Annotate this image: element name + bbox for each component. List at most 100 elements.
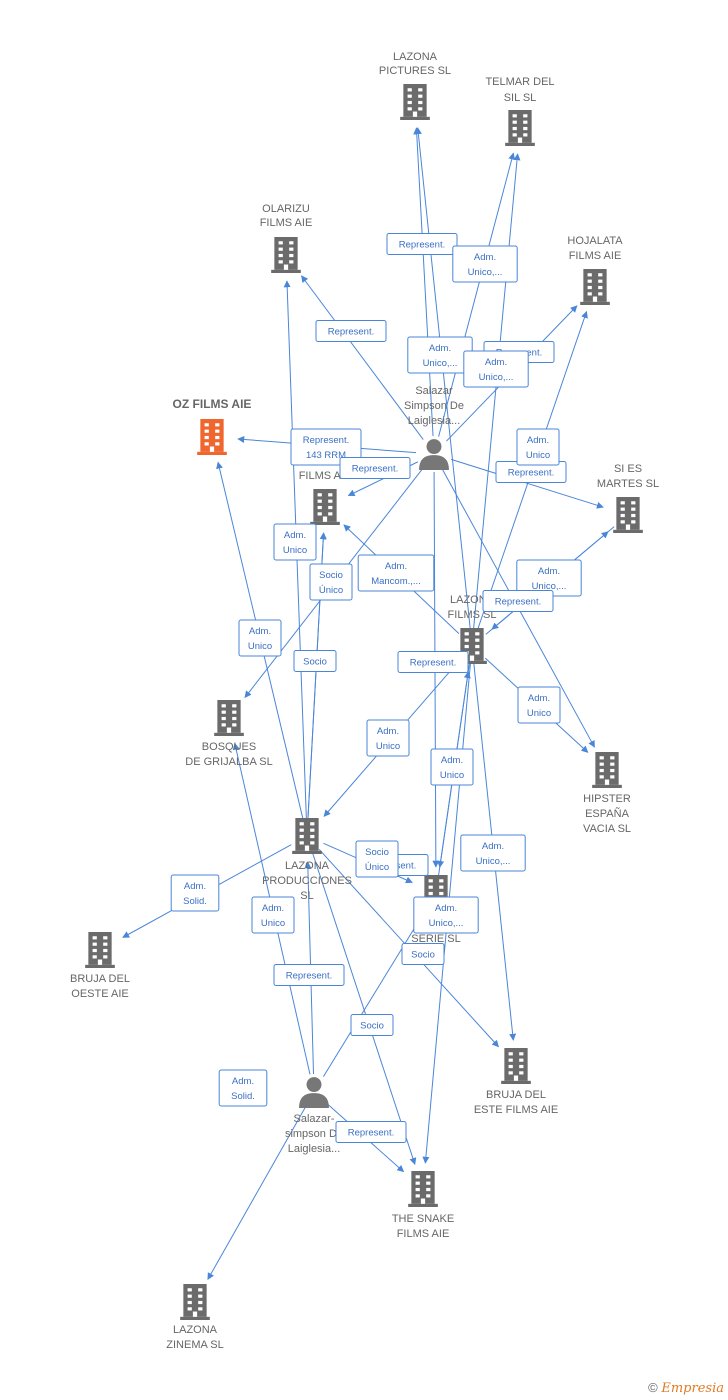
edge-label-box — [339, 457, 411, 479]
node-label: THE SNAKE — [392, 1213, 454, 1225]
edge-label-text: Adm. — [485, 357, 507, 368]
edge-producciones-to-snake — [312, 852, 417, 1165]
edge-label[interactable]: Adm.Unico — [516, 428, 560, 466]
building-icon — [292, 818, 322, 854]
edge-label-text: Adm. — [385, 561, 407, 572]
edge-label[interactable]: Represent. — [339, 457, 411, 479]
node-salazar2[interactable]: Salazar-simpson DeLaiglesia... — [285, 1077, 343, 1155]
node-bruja_este[interactable]: BRUJA DEL ESTE FILMS AIE — [474, 1048, 558, 1116]
edge-label[interactable]: Adm.Solid. — [218, 1069, 268, 1107]
edge-label[interactable]: Adm.Mancom.,... — [357, 554, 435, 592]
edge-label[interactable]: Socio — [401, 943, 445, 965]
building-icon — [400, 84, 430, 120]
node-label: BRUJA DEL — [486, 1089, 546, 1101]
edge-label[interactable]: Adm.Unico — [273, 523, 317, 561]
edge-label-text: Unico — [261, 918, 285, 929]
edge-label[interactable]: Adm.Unico,... — [407, 336, 473, 374]
edge-label[interactable]: Adm.Unico,... — [516, 559, 582, 597]
edge-label-text: Adm. — [284, 530, 306, 541]
edge-label[interactable]: Represent. — [335, 1121, 407, 1143]
edge-label[interactable]: Adm.Unico,... — [460, 834, 526, 872]
edge-label[interactable]: Socio — [293, 650, 337, 672]
building-icon — [180, 1284, 210, 1320]
edge-label-box — [170, 874, 220, 912]
edge-label[interactable]: Adm. Unico,... — [463, 350, 529, 388]
edge-label-text: Único — [365, 862, 389, 873]
edge-label-text: Unico,... — [429, 918, 464, 929]
edge-label[interactable]: Represent. — [397, 651, 469, 673]
node-label: LAZONA — [393, 51, 438, 63]
building-icon — [214, 700, 244, 736]
edge-label[interactable]: Adm.Unico — [238, 619, 282, 657]
edge-label-text: Adm. — [435, 903, 457, 914]
edge-label-text: Represent. — [410, 658, 456, 669]
edge-label[interactable]: Represent. — [482, 590, 554, 612]
edge-label-box — [397, 651, 469, 673]
edge-label[interactable]: Represent. — [273, 964, 345, 986]
edge-label-box — [251, 896, 295, 934]
edge-label-text: Unico,... — [423, 358, 458, 369]
edge-label-text: Solid. — [231, 1091, 255, 1102]
edge-label-box — [290, 428, 362, 466]
node-label: FILMS AIE — [397, 1228, 450, 1240]
edge-label[interactable]: Adm.Unico — [251, 896, 295, 934]
edge-label-text: Represent. — [286, 971, 332, 982]
edge-label[interactable]: Adm.Unico — [366, 719, 410, 757]
node-label: HIPSTER — [583, 793, 631, 805]
node-snake[interactable]: THE SNAKE FILMS AIE — [392, 1171, 454, 1240]
edge-label-text: Represent. — [303, 435, 349, 446]
edge-label-text: Represent. — [352, 464, 398, 475]
edge-label[interactable]: Represent. — [315, 320, 387, 342]
node-label: OLARIZU — [262, 203, 310, 215]
node-label: Salazar- — [294, 1113, 335, 1125]
edge-label-box — [273, 523, 317, 561]
node-label: DE GRIJALBA SL — [185, 756, 272, 768]
node-label: ESTE FILMS AIE — [474, 1104, 558, 1116]
node-label: OZ FILMS AIE — [173, 397, 252, 411]
edge-label[interactable]: Adm.Unico,... — [452, 245, 518, 283]
edge-label[interactable]: Represent. 143 RRM — [290, 428, 362, 466]
edge-label-box — [517, 686, 561, 724]
edge-label-box — [350, 1014, 394, 1036]
building-icon — [501, 1048, 531, 1084]
edge-label[interactable]: Socio — [350, 1014, 394, 1036]
node-label: SERIE SL — [411, 933, 461, 945]
edge-label-box — [273, 964, 345, 986]
person-icon — [419, 439, 449, 470]
edge-label[interactable]: Adm.Unico — [517, 686, 561, 724]
edge-label-box — [309, 563, 353, 601]
node-films_aie[interactable]: FILMS AIE — [299, 470, 352, 525]
edge-label-text: 143 RRM — [306, 450, 346, 461]
node-oz[interactable]: OZ FILMS AIE — [173, 397, 252, 455]
edge-label-text: Unico,... — [479, 372, 514, 383]
footer-brand[interactable]: © Empresia — [648, 1380, 724, 1396]
edge-label-text: Socio — [411, 950, 435, 961]
edge-label-text: Represent. — [508, 468, 554, 479]
node-label: SI ES — [614, 463, 642, 475]
node-label: SL — [300, 890, 313, 902]
building-icon — [310, 489, 340, 525]
edge-label[interactable]: Adm. Unico,... — [413, 896, 479, 934]
node-label: Laiglesia... — [408, 415, 461, 427]
edge-label[interactable]: Adm.Unico — [430, 748, 474, 786]
edge-label[interactable]: Adm.Solid. — [170, 874, 220, 912]
edge-label-box — [452, 245, 518, 283]
node-label: Simpson De — [404, 400, 464, 412]
edge-label-text: Unico — [248, 641, 272, 652]
edge-label[interactable]: Represent. — [386, 233, 458, 255]
